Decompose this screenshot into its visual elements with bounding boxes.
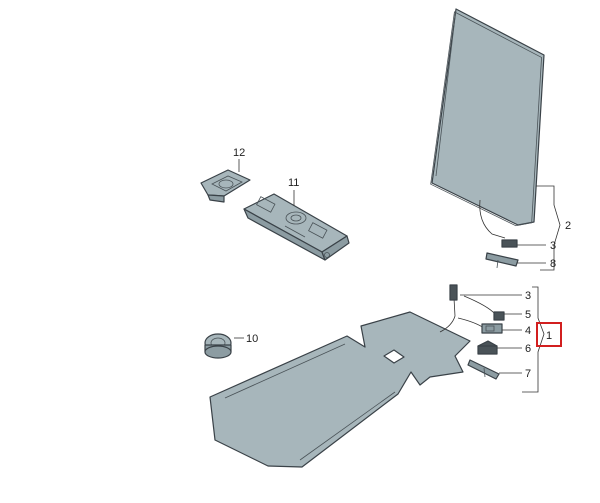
backrest-pad-cable	[479, 199, 506, 239]
connector-5[interactable]	[493, 311, 505, 321]
switch-housing-small[interactable]	[200, 169, 251, 203]
callout-3-lower: 3	[525, 290, 531, 302]
round-adapter[interactable]	[204, 333, 232, 359]
callout-12: 12	[233, 147, 245, 159]
callout-4: 4	[525, 325, 531, 337]
callout-5: 5	[525, 309, 531, 321]
seat-pad-cable-branch	[457, 295, 496, 329]
callout-8: 8	[550, 258, 556, 270]
connector-upper[interactable]	[501, 239, 518, 248]
callout-3-upper: 3	[550, 240, 556, 252]
seat-heating-pad[interactable]	[209, 311, 471, 468]
highlight-box	[536, 322, 562, 347]
leader-lines	[234, 159, 561, 393]
seat-pad-cable	[439, 297, 456, 333]
connector-lower[interactable]	[449, 284, 458, 301]
connector-6[interactable]	[477, 340, 498, 355]
callout-2: 2	[565, 220, 571, 232]
control-panel-module[interactable]	[243, 193, 350, 261]
callout-11: 11	[288, 177, 299, 189]
clip-upper[interactable]	[485, 252, 519, 269]
callout-6: 6	[525, 343, 531, 355]
connector-4[interactable]	[481, 323, 503, 334]
callout-7: 7	[525, 368, 531, 380]
callout-1-highlight[interactable]: 1	[536, 322, 562, 347]
callout-10: 10	[246, 333, 258, 345]
clip-lower[interactable]	[467, 359, 500, 380]
backrest-heating-pad[interactable]	[430, 8, 545, 227]
callout-1: 1	[546, 330, 552, 342]
